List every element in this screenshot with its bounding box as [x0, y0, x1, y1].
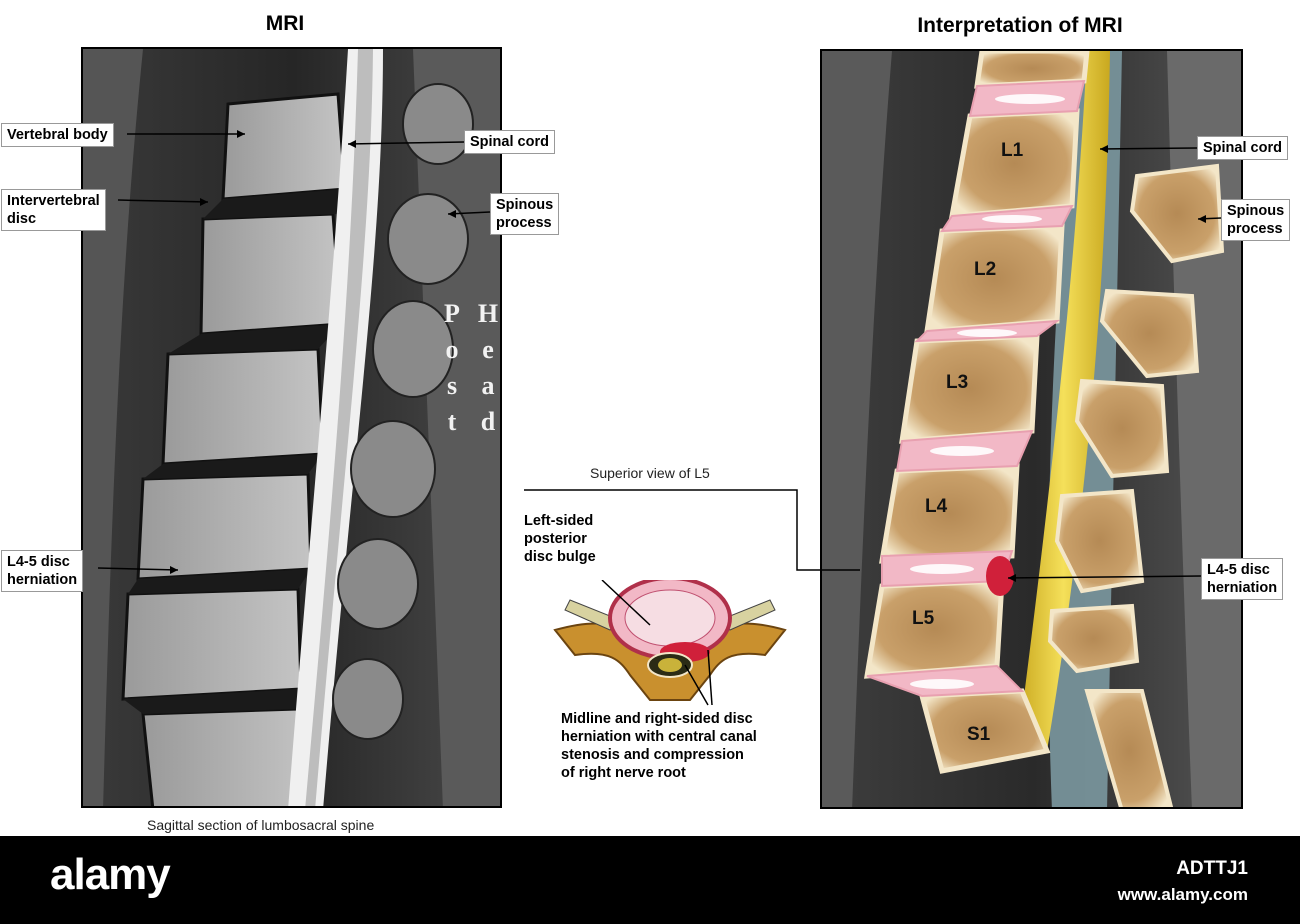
cord-cross-section	[658, 658, 682, 672]
footer-bar: alamy ADTTJ1 www.alamy.com	[0, 836, 1300, 924]
label-interp-spinous-process: Spinous process	[1221, 199, 1291, 241]
label-interp-spinal-cord: Spinal cord	[1197, 136, 1288, 160]
label-interp-herniation: L4-5 disc herniation	[1201, 558, 1284, 600]
head-orientation-text: H e a d	[477, 299, 499, 436]
label-mri-spinal-cord: Spinal cord	[464, 130, 555, 154]
mri-title: MRI	[265, 12, 305, 35]
interpretation-drawing	[822, 51, 1241, 807]
alamy-logo[interactable]: alamy	[50, 850, 171, 899]
label-mri-spinous-process: Spinous process	[490, 193, 560, 235]
right-nerve-root	[719, 599, 776, 631]
vertebra-label-l3: L3	[946, 372, 969, 393]
midline-herniation-annotation: Midline and right-sided disc herniation …	[561, 711, 757, 781]
label-mri-herniation: L4-5 disc herniation	[1, 550, 84, 592]
post-orientation-text: P o s t	[444, 299, 460, 436]
vertebra-label-l5: L5	[912, 608, 935, 629]
sagittal-caption: Sagittal section of lumbosacral spine	[147, 817, 375, 833]
interpretation-title: Interpretation of MRI	[917, 14, 1123, 37]
interpretation-image	[820, 49, 1243, 809]
mri-image	[81, 47, 502, 808]
vertebra-label-s1: S1	[967, 724, 991, 745]
left-sided-bulge-annotation: Left-sided posterior disc bulge	[524, 513, 596, 565]
label-intervertebral-disc: Intervertebral disc	[1, 189, 106, 231]
vertebra-label-l1: L1	[1001, 140, 1024, 161]
vertebra-label-l4: L4	[925, 496, 948, 517]
left-nerve-root	[564, 599, 621, 631]
mri-scan-drawing	[83, 49, 500, 806]
image-code: ADTTJ1	[1176, 858, 1248, 879]
nucleus	[624, 589, 716, 647]
superior-view-illustration	[553, 580, 787, 706]
superior-view-caption: Superior view of L5	[590, 465, 710, 481]
vertebra-label-l2: L2	[974, 259, 997, 280]
label-vertebral-body: Vertebral body	[1, 123, 114, 147]
alamy-url[interactable]: www.alamy.com	[1117, 885, 1248, 904]
